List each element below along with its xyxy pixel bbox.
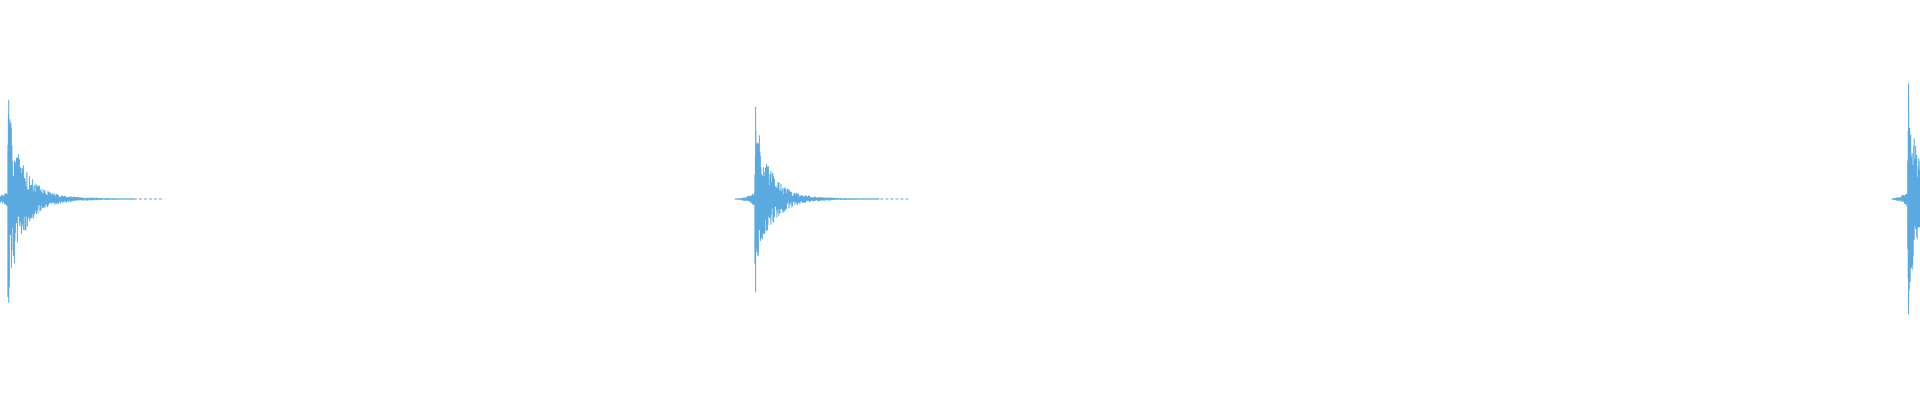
waveform-burst (0, 99, 135, 303)
waveform-bursts (0, 83, 1920, 315)
waveform-burst (734, 107, 880, 293)
waveform-burst (1891, 83, 1920, 315)
